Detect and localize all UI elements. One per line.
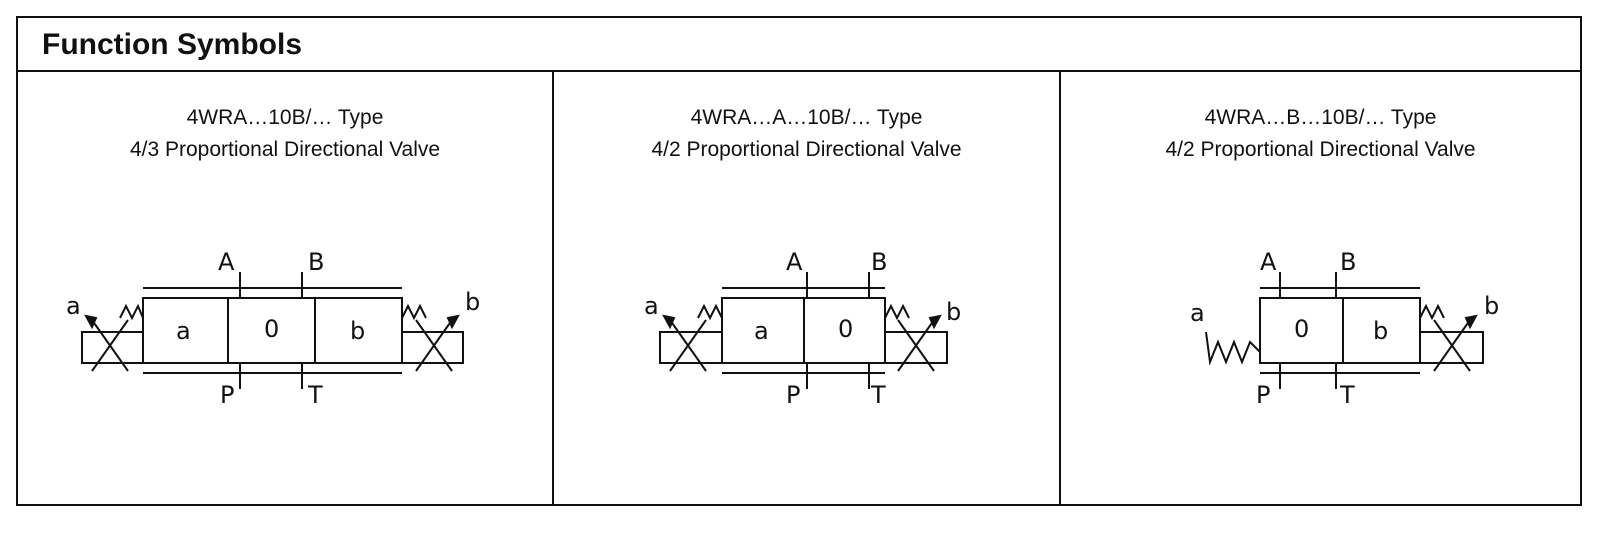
function-symbols-table: Function Symbols 4WRA…10B/… Type 4/3 Pro… — [16, 16, 1582, 506]
page-title: Function Symbols — [42, 28, 303, 61]
panel-type-label: 4WRA…B…10B/… Type — [1204, 106, 1437, 129]
panel-4-2-valve-b: 4WRA…B…10B/… Type 4/2 Proportional Direc… — [1061, 70, 1580, 506]
panel-type-label: 4WRA…10B/… Type — [186, 106, 384, 129]
panel-4-3-valve: 4WRA…10B/… Type 4/3 Proportional Directi… — [18, 70, 554, 506]
panel-description: 4/2 Proportional Directional Valve — [1165, 138, 1476, 161]
panel-description: 4/3 Proportional Directional Valve — [129, 138, 441, 161]
table-header: Function Symbols — [18, 18, 1580, 72]
panel-4-2-valve-a: 4WRA…A…10B/… Type 4/2 Proportional Direc… — [554, 70, 1061, 506]
panel-type-label: 4WRA…A…10B/… Type — [690, 106, 923, 129]
panel-description: 4/2 Proportional Directional Valve — [651, 138, 962, 161]
